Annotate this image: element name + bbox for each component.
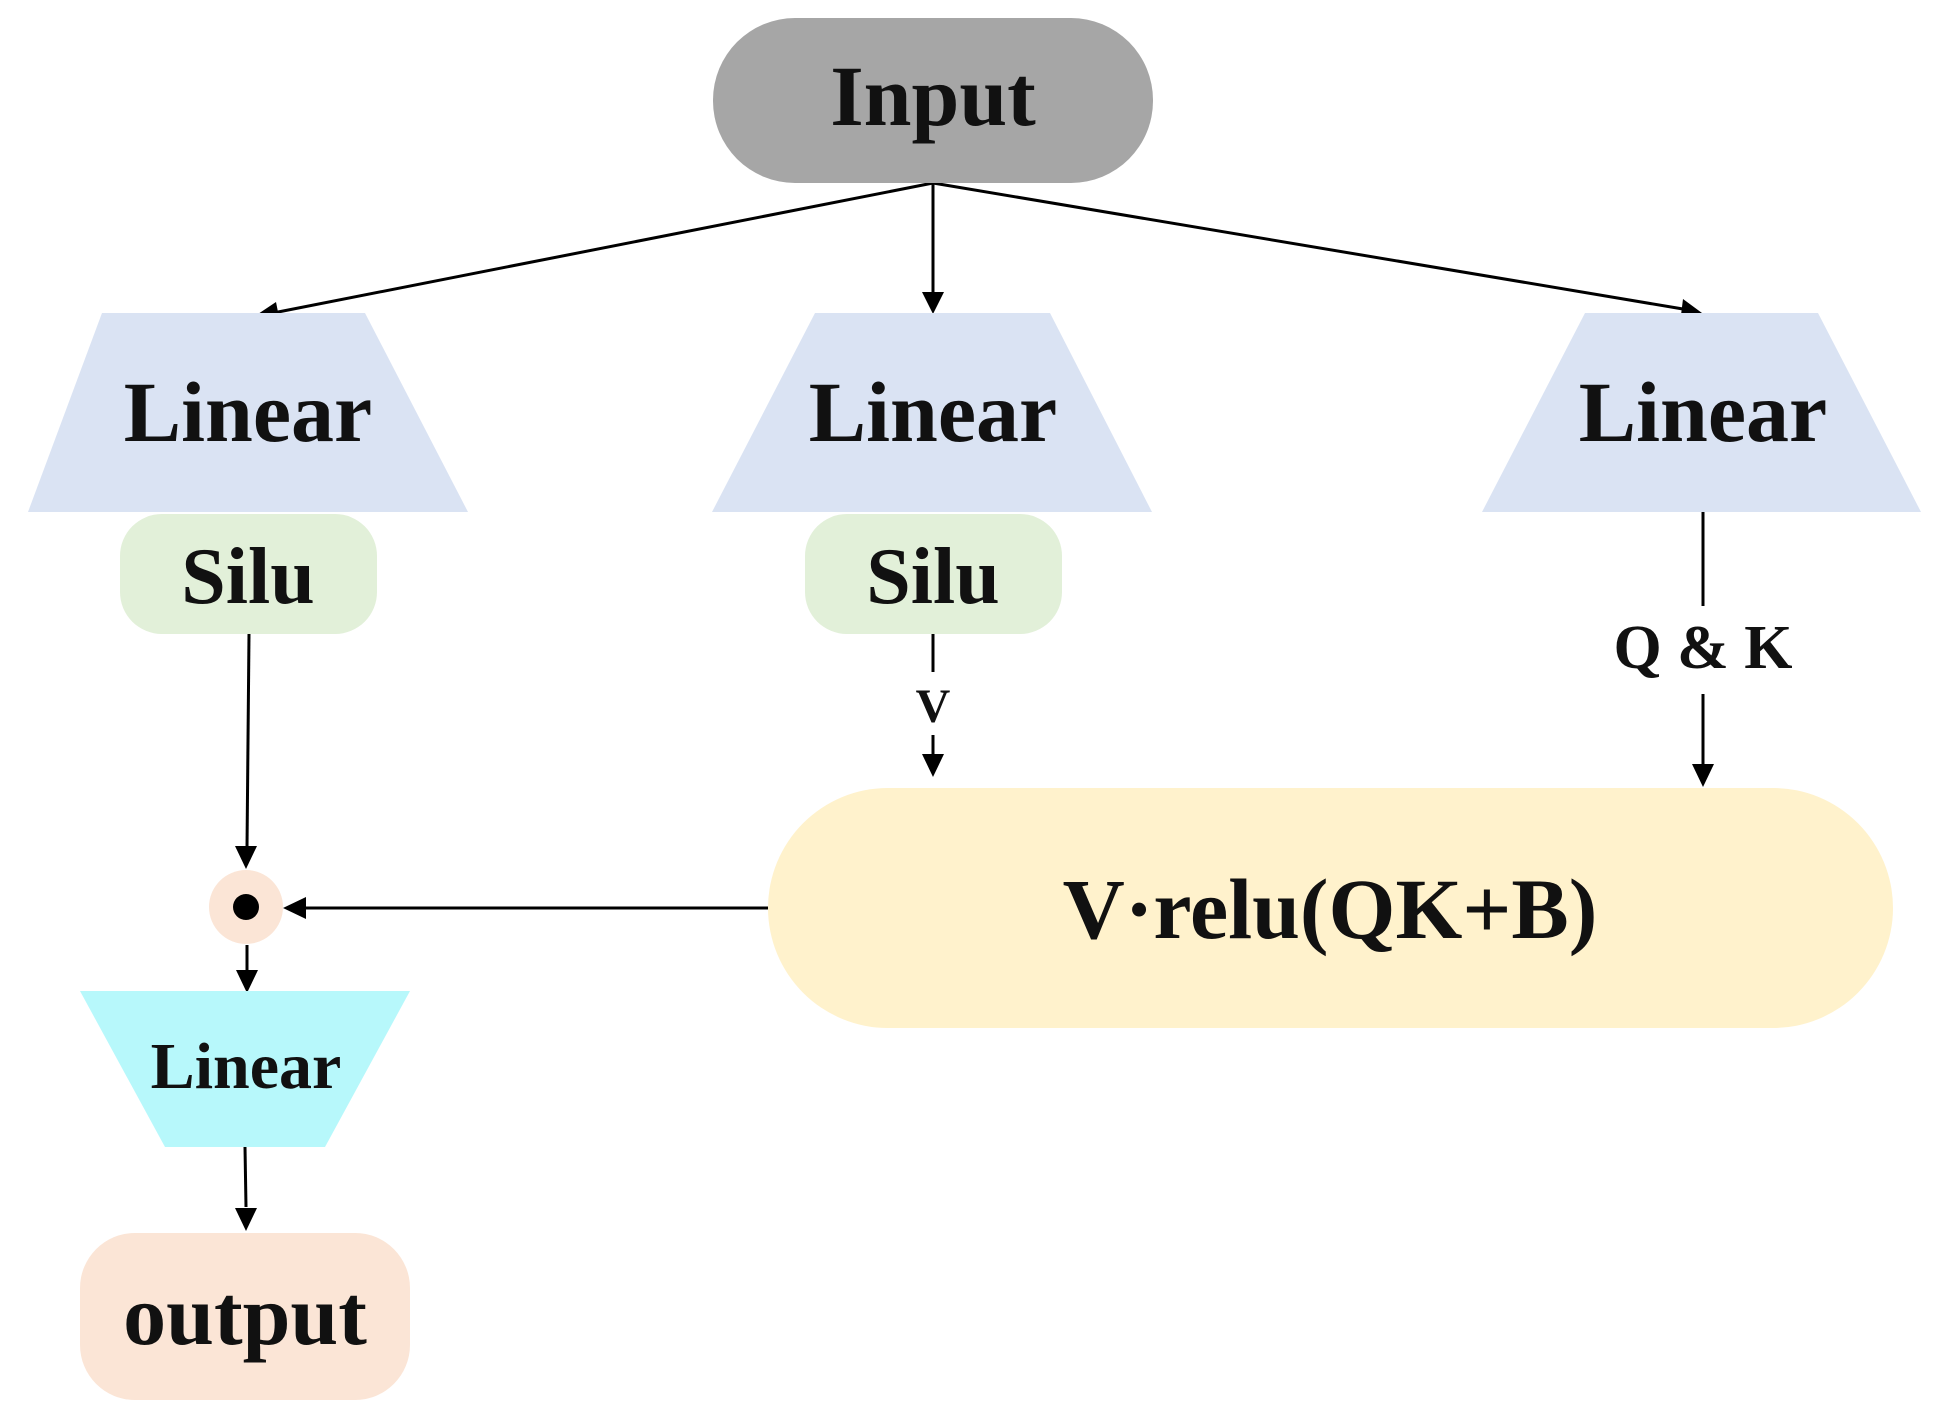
edge-input-to-linear-right [932,181,1684,311]
attention-label: V·relu(QK+B) [1063,861,1598,957]
arrowhead-linear-mid [922,292,944,314]
arrowhead-attention-qk [1692,764,1714,787]
input-node: Input [713,18,1153,183]
linear-left-label: Linear [124,364,372,460]
qk-edge-label: Q & K [1613,614,1792,682]
arrowhead-multiply-top [235,846,257,869]
arrowhead-multiply-right [283,897,306,919]
edge-input-to-linear-left [272,181,934,315]
linear-left-node: Linear [28,313,468,512]
linear-mid-shape [712,313,1152,512]
v-edge-label: V [916,680,951,733]
output-label: output [123,1267,367,1363]
attention-shape [768,788,1893,1028]
linear-right-label: Linear [1579,364,1827,460]
silu-mid-shape [805,514,1062,634]
multiply-dot-icon [233,894,259,920]
attention-node: V·relu(QK+B) [768,788,1893,1028]
linear-right-shape [1482,313,1921,512]
silu-mid-node: Silu [805,514,1062,634]
arrowhead-attention-v [922,754,944,777]
edge-linear-out-to-output [243,1146,248,1208]
output-shape [80,1233,410,1400]
linear-mid-node: Linear [712,313,1152,512]
edge-silu-left-to-multiply [245,633,251,849]
input-label: Input [830,48,1036,144]
linear-out-shape [80,991,410,1147]
linear-right-node: Linear [1482,313,1921,512]
silu-left-node: Silu [120,514,377,634]
linear-out-label: Linear [151,1030,342,1103]
edges [235,181,1714,1231]
multiply-node [209,870,283,944]
linear-left-shape [28,313,468,512]
arrowhead-output [235,1208,257,1231]
arrowhead-linear-out [236,970,258,993]
silu-mid-label: Silu [866,533,999,621]
linear-mid-label: Linear [809,364,1057,460]
linear-out-node: Linear [80,991,410,1147]
output-node: output [80,1233,410,1400]
input-shape [713,18,1153,183]
silu-left-shape [120,514,377,634]
silu-left-label: Silu [181,533,314,621]
